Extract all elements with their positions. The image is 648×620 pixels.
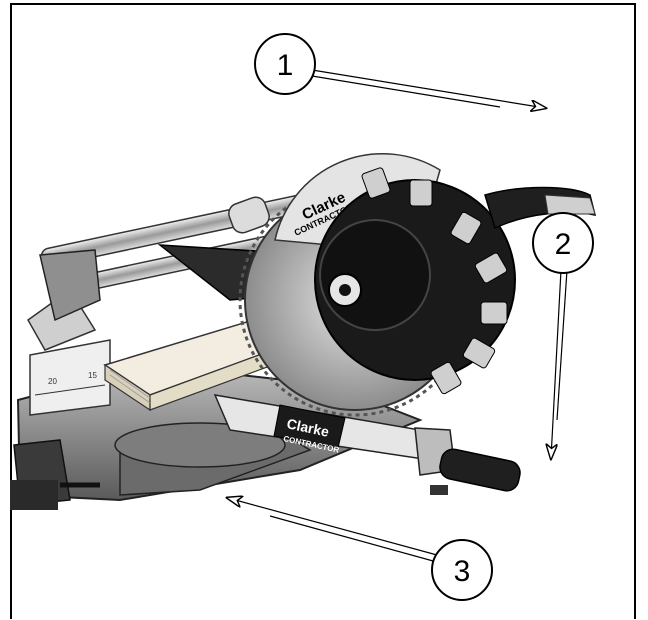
- callout-number: 1: [277, 49, 294, 82]
- callout-number: 2: [555, 228, 572, 261]
- figure-border: [10, 3, 636, 619]
- callout-2: 2: [532, 212, 594, 274]
- lower-guard: [314, 167, 516, 395]
- rear-handle: [484, 186, 597, 230]
- scale-label: 20: [48, 377, 57, 386]
- fence-scale: 20 15: [34, 371, 106, 396]
- direction-arrows: [228, 67, 568, 565]
- callout-number: 3: [454, 555, 471, 588]
- scale-label: 15: [88, 371, 97, 380]
- callout-1: 1: [254, 33, 316, 95]
- callout-3: 3: [431, 539, 493, 601]
